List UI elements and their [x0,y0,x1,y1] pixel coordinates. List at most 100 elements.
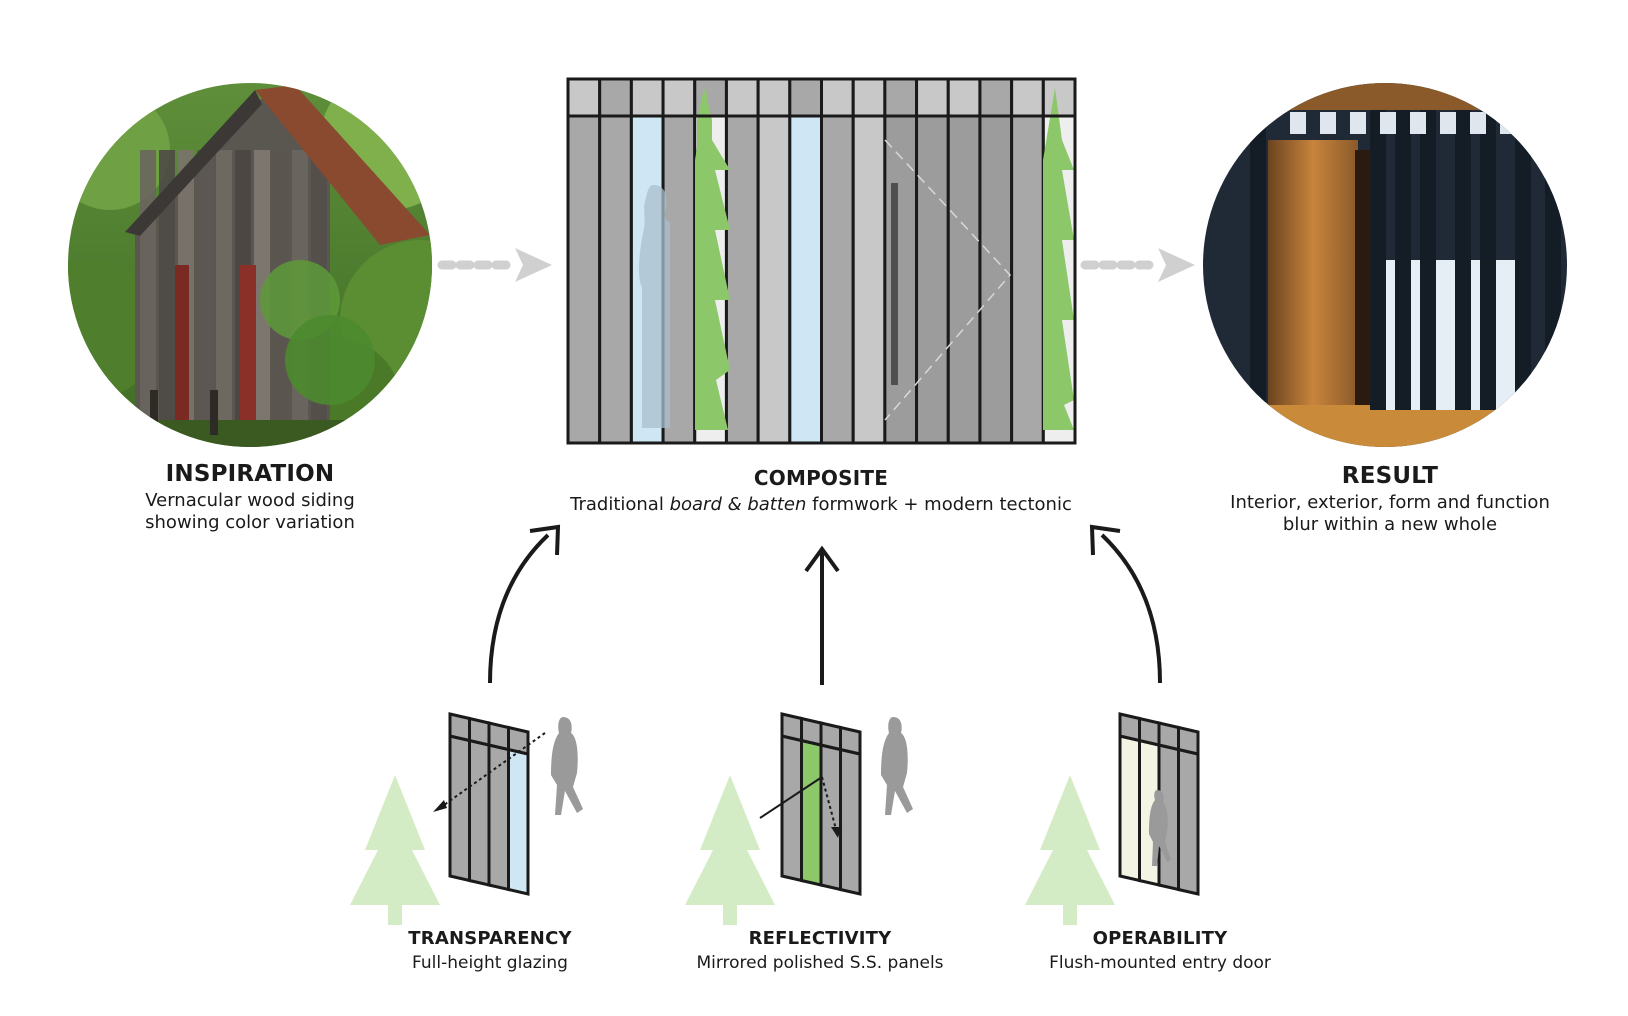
panel-transom [1177,725,1200,756]
result-transom-glass [1320,112,1336,134]
composite-desc-post: formwork + modern tectonic [806,494,1072,515]
composite-board [820,114,855,445]
result-transom-glass [1500,112,1516,134]
barn-board [197,150,213,428]
result-title: RESULT [1341,463,1439,489]
composite-desc: Traditional board & batten formwork + mo… [521,494,1121,516]
composite-board [724,114,760,445]
panel-board [800,738,823,887]
result-transom-glass [1410,112,1426,134]
inspiration-photo [68,83,432,447]
barn-board [159,150,175,428]
arrow-composite-to-result [1080,248,1195,282]
pine-tree-icon [685,775,775,925]
arrow-transparency-to-composite [488,524,561,684]
operability-caption: OPERABILITY Flush-mounted entry door [1010,928,1310,973]
composite-transom [724,77,760,118]
composite-elevation [566,77,1077,445]
composite-caption: COMPOSITE Traditional board & batten for… [521,466,1121,516]
result-mullion [1370,110,1386,410]
tree-icon [695,90,730,430]
result-mullion [1480,110,1496,410]
composite-transom [788,77,823,118]
operability-illustration [1025,712,1200,925]
panel-board [1177,747,1200,896]
result-mullion [1395,110,1411,410]
person-icon [551,717,583,815]
panel-board [819,743,842,892]
inspiration-desc-line1: Vernacular wood siding [145,490,355,511]
composite-transom [946,77,982,118]
composite-transom [629,77,665,118]
panel-board [487,743,510,892]
result-caption: RESULT Interior, exterior, form and func… [1200,463,1580,535]
person-icon [638,185,670,428]
panel-transom [487,721,510,752]
result-transom-glass [1440,112,1456,134]
composite-transom [883,77,919,118]
composite-title: COMPOSITE [753,466,889,490]
person-icon [881,717,913,815]
composite-board [915,114,950,445]
composite-board [851,114,887,445]
composite-transom [820,77,855,118]
panel-transom [780,712,803,743]
pine-tree-icon [1025,775,1115,925]
operability-desc: Flush-mounted entry door [1049,953,1271,973]
reflectivity-title: REFLECTIVITY [748,928,892,949]
transparency-title: TRANSPARENCY [408,928,572,949]
result-transom-glass [1380,112,1396,134]
composite-board [978,114,1014,445]
panel-board [468,738,491,887]
reflectivity-desc: Mirrored polished S.S. panels [696,953,944,973]
composite-desc-italic: board & batten [669,494,807,515]
tree-icon [1043,88,1074,430]
composite-board [598,114,633,445]
composite-transom [598,77,633,118]
reflectivity-illustration [685,712,913,925]
arrow-operability-to-composite [1089,524,1162,684]
transparency-desc: Full-height glazing [412,953,568,973]
inspiration-desc-line2: showing color variation [145,511,355,533]
transparency-illustration [350,712,583,925]
panel-board [780,734,803,883]
composite-transom [851,77,887,118]
composite-board [788,114,823,445]
door-handle [891,183,898,385]
arrow-reflectivity-to-composite [804,545,840,685]
panel-transom [1118,712,1141,743]
panel-board [507,747,530,896]
panel-transom [448,712,471,743]
result-mullion [1420,110,1436,410]
composite-transom [566,77,602,118]
composite-board [1010,114,1045,445]
reflectivity-caption: REFLECTIVITY Mirrored polished S.S. pane… [670,928,970,973]
composite-transom [915,77,950,118]
result-mullion [1515,110,1531,410]
result-transom-glass [1470,112,1486,134]
result-desc-line1: Interior, exterior, form and function [1230,492,1550,513]
composite-transom [1010,77,1045,118]
barn-board [216,150,232,428]
result-mullion [1455,110,1471,410]
inspiration-caption: INSPIRATION Vernacular wood siding showi… [100,461,400,533]
panel-transom [1157,721,1180,752]
composite-desc-pre: Traditional [570,494,670,515]
panel-transom [839,725,862,756]
pine-tree-icon [350,775,440,925]
composite-board [883,114,919,445]
barn-board [140,150,156,428]
door-swing-lines [884,139,1012,421]
panel-board [1118,734,1141,883]
composite-transom [661,77,697,118]
person-icon [1149,790,1171,866]
panel-board [448,734,471,883]
result-transom-glass [1290,112,1306,134]
panel-transom [800,716,823,747]
transparency-caption: TRANSPARENCY Full-height glazing [340,928,640,973]
inspiration-title: INSPIRATION [165,461,335,487]
composite-board [756,114,792,445]
operability-title: OPERABILITY [1092,928,1228,949]
